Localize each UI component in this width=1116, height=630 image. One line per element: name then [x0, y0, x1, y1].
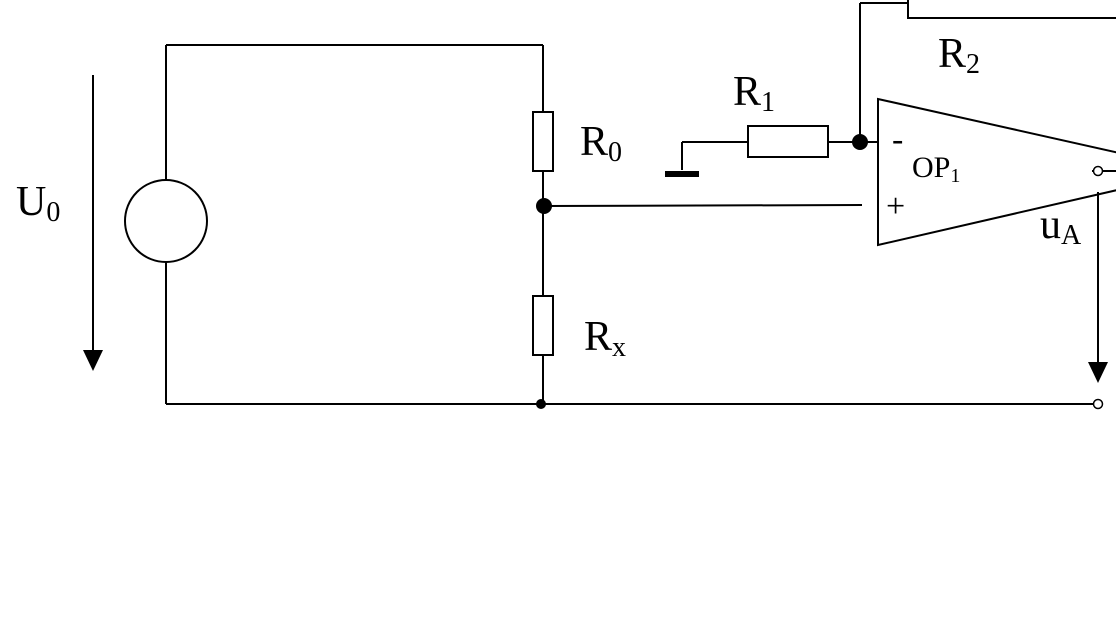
- label-r0: R0: [580, 119, 622, 168]
- label-noninverting-sign: +: [886, 188, 905, 225]
- label-opamp: OP1: [912, 151, 960, 187]
- output-terminal-bottom: [1092, 398, 1104, 410]
- label-r2: R2: [938, 31, 980, 80]
- resistor-r0-symbol: [532, 111, 554, 172]
- junction-divider-node: [536, 198, 552, 214]
- label-inverting-sign: -: [892, 121, 903, 158]
- resistor-rx-symbol: [532, 295, 554, 356]
- junction-inverting-node: [852, 134, 868, 150]
- label-u0: U0: [16, 179, 60, 228]
- output-terminal-top: [1092, 165, 1104, 177]
- resistor-r1-symbol: [747, 125, 829, 158]
- ua-arrow-head: [1088, 362, 1108, 383]
- junction-bottom-node: [536, 399, 546, 409]
- resistor-r2-symbol: [907, 0, 1116, 19]
- label-r1: R1: [733, 69, 775, 118]
- opamp-symbol: [877, 97, 1116, 247]
- label-rx: Rx: [584, 314, 626, 363]
- voltage-source-symbol: [124, 179, 208, 263]
- label-ua: uA: [1040, 202, 1082, 251]
- ground-symbol: [665, 171, 699, 177]
- wire-to-noninverting: [542, 204, 863, 207]
- u0-arrow-head: [83, 350, 103, 371]
